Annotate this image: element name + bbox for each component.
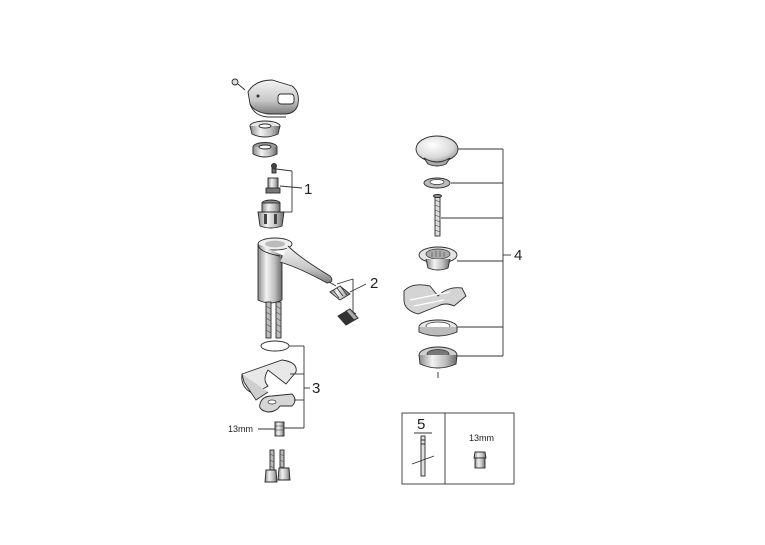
mounting-clamp	[241, 359, 297, 401]
callout-number-2: 2	[370, 275, 378, 292]
callout-number-5: 5	[417, 416, 425, 433]
handle-cover-cap	[249, 120, 281, 138]
faucet-body	[257, 237, 333, 304]
cap-seal-ring	[423, 177, 451, 189]
drain-flange	[418, 246, 458, 271]
aerator-insert	[337, 308, 359, 326]
wrench-size-label-box: 13mm	[469, 433, 494, 443]
drain-body-nut	[418, 346, 458, 378]
callout-number-1: 1	[304, 181, 312, 198]
callout-lines-2	[336, 278, 367, 315]
assembly-tool	[411, 435, 435, 477]
drain-gasket	[418, 319, 458, 337]
mounting-plate	[259, 393, 296, 413]
supply-hoses	[265, 301, 282, 339]
cartridge-small-screw	[271, 163, 277, 174]
hex-nut-tool	[473, 451, 487, 469]
handle-lever	[247, 79, 299, 118]
callout-number-4: 4	[514, 247, 522, 264]
o-ring-seal	[260, 340, 290, 352]
mounting-nut	[274, 421, 285, 437]
basin-section	[403, 284, 467, 315]
pop-up-cap	[415, 135, 459, 167]
callout-number-3: 3	[312, 380, 320, 397]
aerator-housing	[329, 285, 351, 301]
cartridge-body	[257, 199, 285, 229]
escutcheon-ring	[252, 142, 278, 158]
aerator-washer	[328, 281, 337, 287]
hose-fittings	[264, 449, 291, 483]
callout-lines-3	[284, 345, 310, 429]
lever-screw	[231, 78, 246, 91]
callout-lines-4	[441, 148, 511, 357]
cartridge-stem	[265, 177, 281, 194]
pop-up-bolt	[433, 194, 442, 237]
wrench-size-label-left: 13mm	[228, 424, 253, 434]
callout-lines-1	[275, 168, 303, 213]
